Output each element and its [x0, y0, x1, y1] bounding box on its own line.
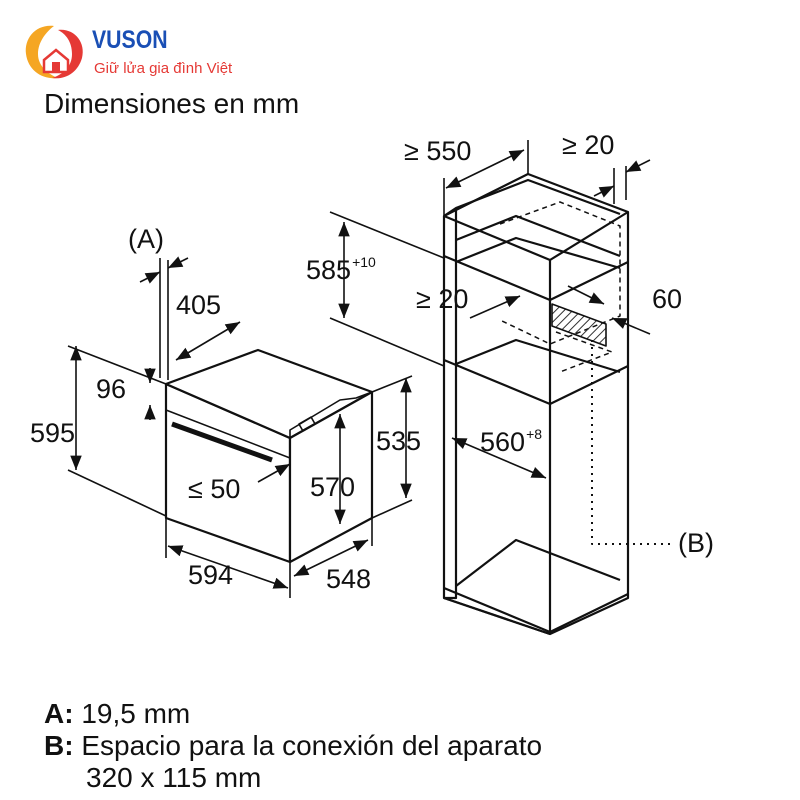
dim-560-value: 560	[480, 427, 526, 457]
vuson-logo-icon	[25, 25, 83, 79]
oven-drawing	[164, 348, 374, 564]
legend-a-text: 19,5 mm	[81, 698, 191, 729]
dim-405: 405	[176, 290, 222, 320]
marker-a: (A)	[128, 224, 164, 254]
dim-60: 60	[652, 284, 683, 314]
cabinet-drawing	[442, 172, 672, 636]
dim-548: 548	[326, 564, 372, 594]
marker-b: (B)	[678, 528, 714, 558]
dim-585-tolerance: +10	[352, 254, 376, 270]
dim-560: 560+8	[480, 426, 542, 458]
dim-570: 570	[310, 472, 356, 502]
legend-b-line2: 320 x 115 mm	[86, 762, 262, 793]
brand-name: VUSON	[92, 26, 168, 54]
dim-550: ≥ 550	[404, 136, 472, 166]
legend-a: A: 19,5 mm	[44, 698, 190, 730]
page-title: Dimensiones en mm	[44, 88, 300, 119]
dim-560-tolerance: +8	[526, 426, 543, 442]
dim-594: 594	[188, 560, 234, 590]
dim-585: 585+10	[306, 254, 376, 286]
dimension-lines	[67, 140, 651, 598]
dim-20-mid: ≥ 20	[416, 284, 469, 314]
legend-b: B: Espacio para la conexión del aparato	[44, 730, 542, 762]
dim-50: ≤ 50	[188, 474, 241, 504]
dim-585-value: 585	[306, 255, 352, 285]
legend-b-key: B:	[44, 730, 74, 761]
dim-20-top: ≥ 20	[562, 130, 615, 160]
dim-96: 96	[96, 374, 127, 404]
dim-535: 535	[376, 426, 422, 456]
legend-b-text-line1: Espacio para la conexión del aparato	[81, 730, 543, 761]
legend-a-key: A:	[44, 698, 74, 729]
brand-tagline: Giữ lửa gia đình Việt	[94, 60, 233, 77]
dim-595: 595	[30, 418, 76, 448]
